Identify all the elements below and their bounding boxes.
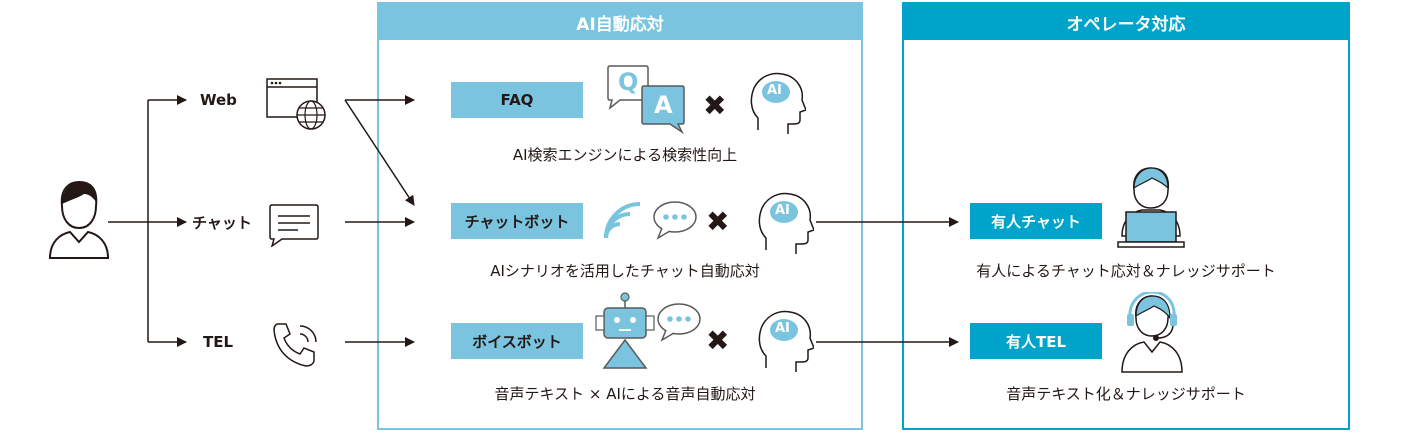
wifi-signal-icon [604, 202, 641, 239]
ai-head-icon-chatbot: AI [756, 190, 814, 256]
typing-bubble-icon [653, 201, 697, 240]
ai-badge-text: AI [775, 321, 790, 336]
user-icon [48, 180, 110, 259]
times-icon: ✖ [706, 205, 730, 238]
ai-head-icon-voicebot: AI [756, 308, 814, 374]
times-icon: ✖ [706, 324, 730, 357]
ai-badge-text: AI [775, 203, 790, 218]
chatbot-tag: チャットボット [451, 203, 583, 239]
operator-tel-caption: 音声テキスト化＆ナレッジサポート [1006, 385, 1246, 403]
voicebot-caption: 音声テキスト × AIによる音声自動応対 [494, 385, 756, 403]
operator-laptop-icon [1117, 167, 1185, 248]
operator-chat-caption: 有人によるチャット応対＆ナレッジサポート [976, 262, 1276, 280]
phone-icon [273, 323, 317, 367]
arrow-web-chatbot [344, 99, 415, 206]
channel-chat-label: チャット [192, 214, 252, 232]
channel-web-label: Web [200, 91, 237, 109]
operator-tel-tag: 有人TEL [970, 323, 1102, 359]
qa-q-letter: Q [618, 68, 639, 96]
ai-auto-panel-title: AI自動応対 [379, 4, 861, 40]
chat-message-icon [269, 204, 319, 247]
faq-tag: FAQ [451, 82, 583, 118]
voicebot-tag: ボイスボット [451, 323, 583, 359]
operator-panel-title: オペレータ対応 [904, 4, 1348, 40]
times-icon: ✖ [703, 89, 727, 122]
faq-caption: AI検索エンジンによる検索性向上 [512, 146, 738, 164]
ai-head-icon-faq: AI [748, 70, 806, 136]
browser-globe-icon [266, 78, 326, 130]
operator-chat-tag: 有人チャット [970, 203, 1102, 239]
qa-bubbles-icon: Q A [606, 64, 690, 134]
operator-headset-icon [1121, 292, 1183, 373]
qa-a-letter: A [654, 91, 673, 119]
ai-badge-text: AI [767, 83, 782, 98]
robot-icon [595, 292, 655, 369]
typing-bubble-icon [657, 303, 701, 342]
chatbot-caption: AIシナリオを活用したチャット自動応対 [490, 262, 760, 280]
channel-tel-label: TEL [203, 333, 234, 351]
